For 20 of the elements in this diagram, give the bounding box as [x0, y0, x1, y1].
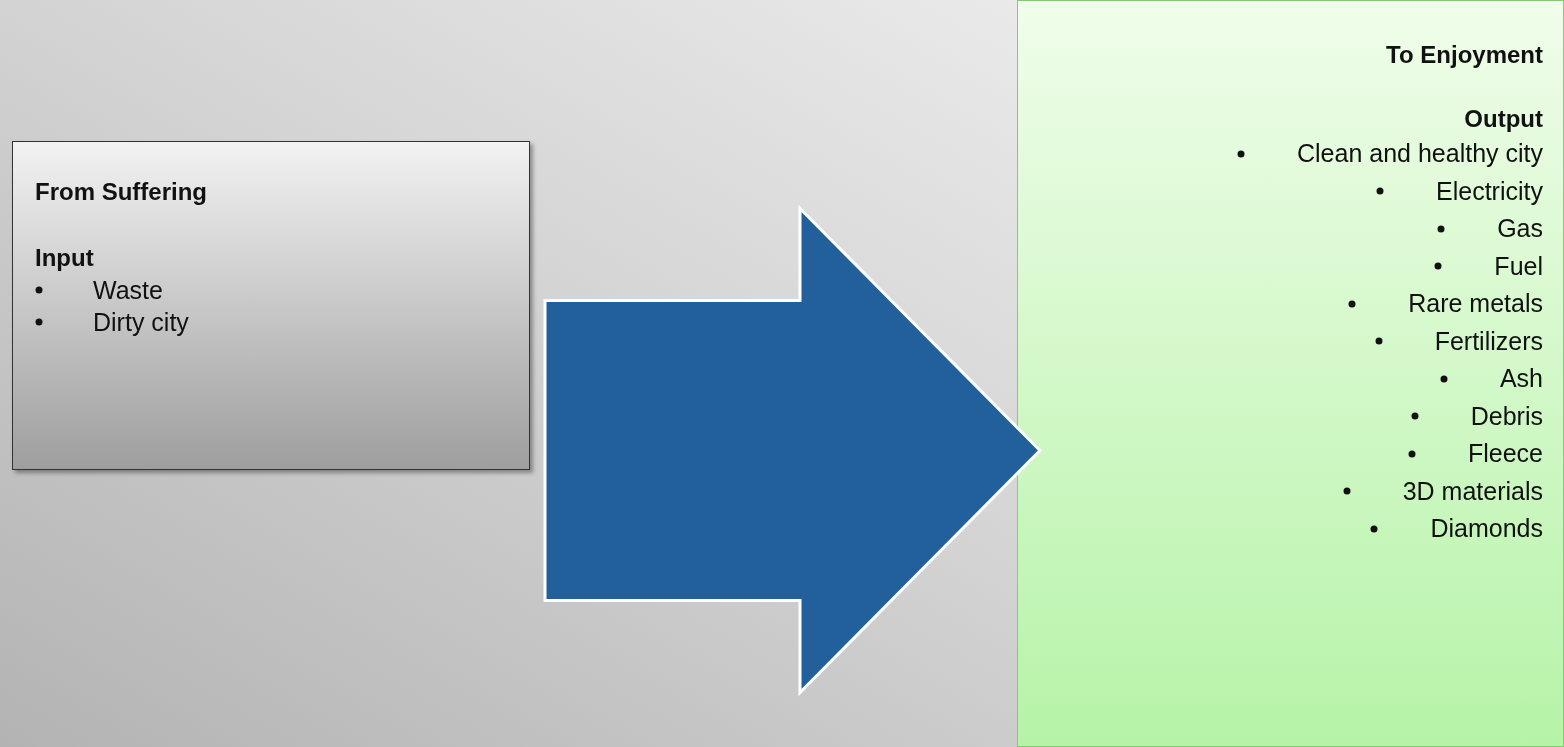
- text-box: [12, 141, 530, 470]
- list-text: Debris: [1470, 400, 1543, 432]
- text-box: [1017, 0, 1564, 747]
- list-text: 3D materials: [1402, 475, 1543, 507]
- list-text: Diamonds: [1430, 513, 1543, 544]
- list-text: Dirty city: [93, 307, 189, 338]
- heading: To Enjoyment: [1386, 40, 1543, 70]
- list-text: Gas: [1497, 213, 1543, 244]
- list-text: Waste: [93, 275, 163, 306]
- list-text: Ash: [1499, 363, 1543, 394]
- list-text: Electricity: [1436, 175, 1543, 207]
- list-text: Rare metals: [1408, 288, 1543, 319]
- heading: From Suffering: [35, 177, 207, 207]
- heading: Output: [1464, 104, 1543, 134]
- block-arrow: [543, 204, 1043, 697]
- list-text: Fertilizers: [1434, 325, 1543, 357]
- heading: Input: [35, 243, 94, 273]
- list-text: Fuel: [1494, 250, 1543, 282]
- list-text: Fleece: [1467, 438, 1543, 469]
- list-text: Clean and healthy city: [1297, 138, 1543, 169]
